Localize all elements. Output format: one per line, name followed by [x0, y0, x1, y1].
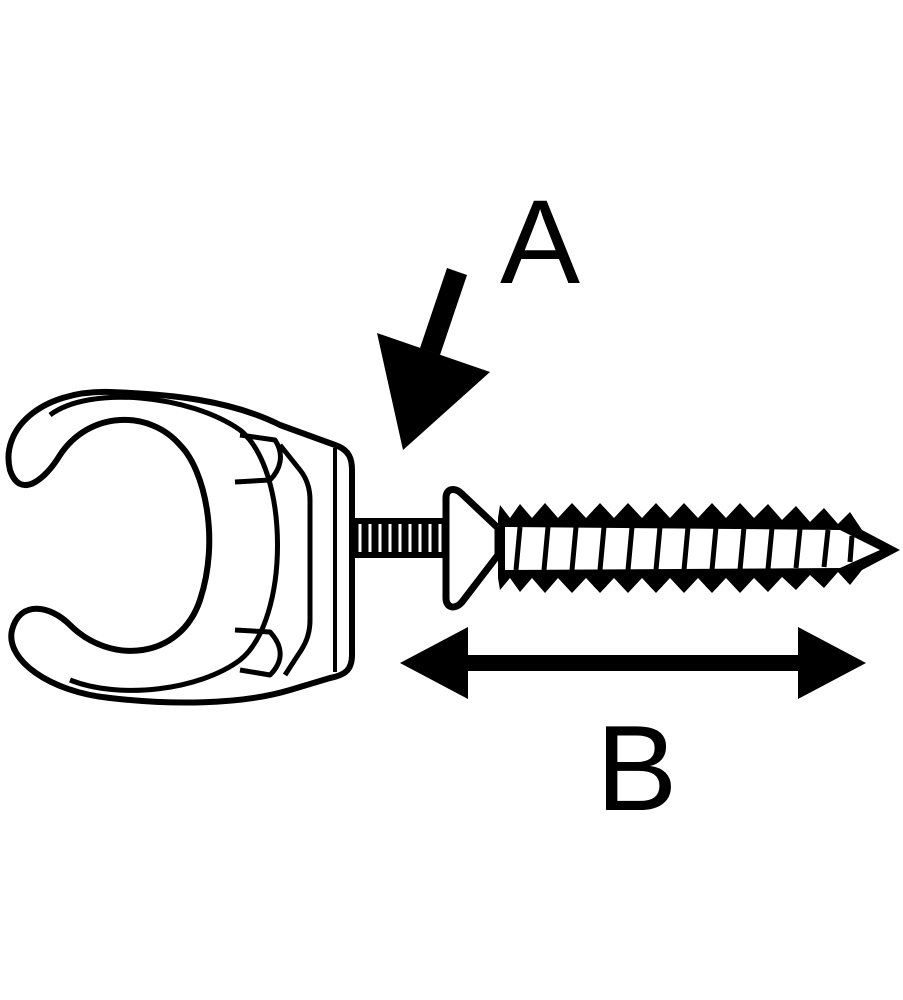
- pipe-clip-icon: [5, 388, 355, 706]
- label-b: B: [596, 700, 677, 836]
- label-a: A: [500, 175, 580, 309]
- threaded-stud-icon: [352, 518, 446, 558]
- screw-head-icon: [442, 486, 502, 611]
- arrow-a-icon: [377, 268, 490, 450]
- dimension-arrow-b-icon: [400, 627, 866, 699]
- wood-screw-icon: [498, 503, 900, 593]
